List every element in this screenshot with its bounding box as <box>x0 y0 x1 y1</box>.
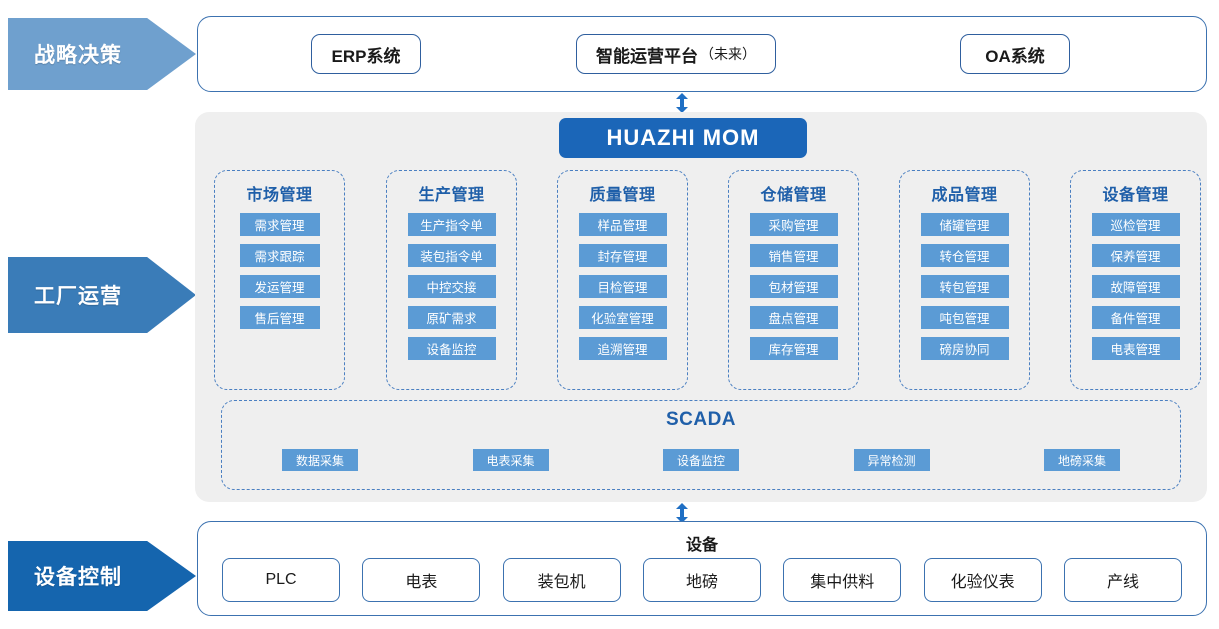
device-box[interactable]: 装包机 <box>502 558 621 602</box>
device-row: PLC 电表 装包机 地磅 集中供料 化验仪表 产线 <box>222 558 1182 602</box>
system-box-erp[interactable]: ERP系统 <box>311 34 421 74</box>
module-title-warehouse: 仓储管理 <box>760 187 827 204</box>
module-column-equipment[interactable]: 设备管理 巡检管理 保养管理 故障管理 备件管理 电表管理 <box>1070 170 1201 390</box>
module-title-equipment: 设备管理 <box>1102 187 1169 204</box>
scada-item[interactable]: 异常检测 <box>853 449 930 471</box>
scada-item[interactable]: 电表采集 <box>472 449 549 471</box>
system-label-erp: ERP系统 <box>331 46 401 66</box>
module-item[interactable]: 需求跟踪 <box>239 244 320 267</box>
module-column-market[interactable]: 市场管理 需求管理 需求跟踪 发运管理 售后管理 <box>214 170 345 390</box>
device-box[interactable]: 化验仪表 <box>923 558 1042 602</box>
module-item[interactable]: 库存管理 <box>749 337 838 360</box>
scada-title: SCADA <box>665 409 737 430</box>
device-box[interactable]: 产线 <box>1063 558 1182 602</box>
arrow-head-up-icon <box>676 503 688 509</box>
device-band-title: 设备 <box>685 537 718 554</box>
module-item[interactable]: 目检管理 <box>578 275 667 298</box>
device-box[interactable]: 电表 <box>362 558 481 602</box>
scada-item[interactable]: 数据采集 <box>282 449 358 471</box>
mom-platform-title: HUAZHI MOM <box>606 125 760 150</box>
module-column-warehouse[interactable]: 仓储管理 采购管理 销售管理 包材管理 盘点管理 库存管理 <box>728 170 859 390</box>
module-item[interactable]: 追溯管理 <box>578 337 667 360</box>
module-item[interactable]: 原矿需求 <box>407 306 496 329</box>
scada-band: SCADA 数据采集 电表采集 设备监控 异常检测 地磅采集 <box>221 400 1181 490</box>
module-item[interactable]: 装包指令单 <box>407 244 496 267</box>
arrow-head-down-icon <box>676 517 688 523</box>
module-item[interactable]: 发运管理 <box>239 275 320 298</box>
module-item[interactable]: 中控交接 <box>407 275 496 298</box>
module-item[interactable]: 销售管理 <box>749 244 838 267</box>
device-box[interactable]: 地磅 <box>642 558 761 602</box>
system-suffix-intelligent-ops-platform: （未来） <box>700 46 756 62</box>
scada-item[interactable]: 地磅采集 <box>1044 449 1120 471</box>
module-column-finished-goods[interactable]: 成品管理 储罐管理 转仓管理 转包管理 吨包管理 磅房协同 <box>899 170 1030 390</box>
module-title-quality: 质量管理 <box>589 187 656 204</box>
arrow-head-up-icon <box>676 93 688 99</box>
module-item[interactable]: 备件管理 <box>1091 306 1180 329</box>
arrow-shaft <box>680 508 684 518</box>
module-column-production[interactable]: 生产管理 生产指令单 装包指令单 中控交接 原矿需求 设备监控 <box>386 170 517 390</box>
module-item[interactable]: 设备监控 <box>407 337 496 360</box>
stage-label-equipment-control: 设备控制 <box>34 566 122 589</box>
module-item[interactable]: 磅房协同 <box>920 337 1009 360</box>
module-item[interactable]: 采购管理 <box>749 213 838 236</box>
factory-operations-panel <box>195 112 1207 502</box>
arrow-shaft <box>680 98 684 108</box>
connector-arrow-scada-to-devices <box>675 503 689 523</box>
module-item[interactable]: 盘点管理 <box>749 306 838 329</box>
stage-arrow-strategy: 战略决策 <box>8 18 196 90</box>
module-item[interactable]: 售后管理 <box>239 306 320 329</box>
module-item[interactable]: 化验室管理 <box>578 306 667 329</box>
connector-arrow-strategy-to-mom <box>675 93 689 113</box>
module-item[interactable]: 故障管理 <box>1091 275 1180 298</box>
device-box[interactable]: 集中供料 <box>783 558 902 602</box>
module-title-market: 市场管理 <box>246 187 313 204</box>
module-item[interactable]: 转包管理 <box>920 275 1009 298</box>
scada-item-row: 数据采集 电表采集 设备监控 异常检测 地磅采集 <box>282 449 1120 471</box>
module-item[interactable]: 储罐管理 <box>920 213 1009 236</box>
mom-platform-header: HUAZHI MOM <box>559 118 807 158</box>
module-item[interactable]: 封存管理 <box>578 244 667 267</box>
stage-arrow-factory-operations: 工厂运营 <box>8 257 196 333</box>
device-band: 设备 PLC 电表 装包机 地磅 集中供料 化验仪表 产线 <box>197 521 1207 616</box>
module-item[interactable]: 巡检管理 <box>1091 213 1180 236</box>
module-title-production: 生产管理 <box>418 187 485 204</box>
system-label-oa: OA系统 <box>985 46 1045 66</box>
stage-arrow-equipment-control: 设备控制 <box>8 541 196 611</box>
scada-item[interactable]: 设备监控 <box>663 449 739 471</box>
module-item[interactable]: 电表管理 <box>1091 337 1180 360</box>
system-box-oa[interactable]: OA系统 <box>960 34 1070 74</box>
system-box-intelligent-ops-platform[interactable]: 智能运营平台 （未来） <box>576 34 776 74</box>
module-column-quality[interactable]: 质量管理 样品管理 封存管理 目检管理 化验室管理 追溯管理 <box>557 170 688 390</box>
device-box[interactable]: PLC <box>222 558 340 602</box>
module-item[interactable]: 包材管理 <box>749 275 838 298</box>
system-label-intelligent-ops-platform: 智能运营平台 <box>596 46 698 66</box>
module-title-finished-goods: 成品管理 <box>931 187 998 204</box>
module-item[interactable]: 需求管理 <box>239 213 320 236</box>
arrow-head-down-icon <box>676 107 688 113</box>
stage-label-factory-operations: 工厂运营 <box>34 285 122 308</box>
module-item[interactable]: 生产指令单 <box>407 213 496 236</box>
module-item[interactable]: 吨包管理 <box>920 306 1009 329</box>
stage-label-strategy: 战略决策 <box>34 44 122 67</box>
module-item[interactable]: 保养管理 <box>1091 244 1180 267</box>
module-item[interactable]: 样品管理 <box>578 213 667 236</box>
module-item[interactable]: 转仓管理 <box>920 244 1009 267</box>
